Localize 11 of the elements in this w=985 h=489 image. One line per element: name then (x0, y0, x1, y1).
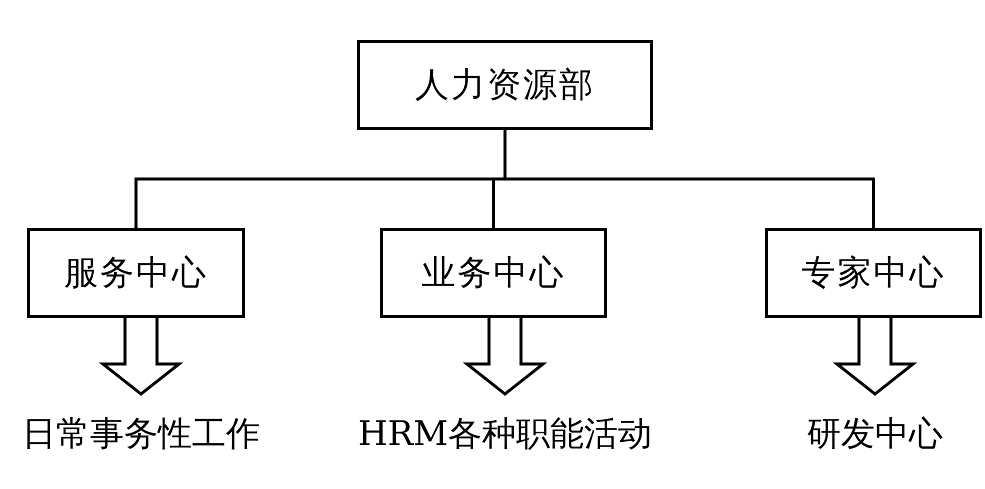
department-box: 业务中心 (380, 228, 607, 318)
outcome-label: 研发中心 (807, 413, 943, 456)
block-arrow (98, 316, 184, 396)
department-box: 服务中心 (27, 228, 245, 318)
department-box: 专家中心 (765, 228, 982, 318)
connector-line (504, 130, 875, 228)
outcome-label: HRM各种职能活动 (358, 413, 652, 456)
block-arrow (462, 316, 548, 396)
outcome-label: 日常事务性工作 (22, 413, 260, 456)
department-box: 人力资源部 (357, 40, 653, 130)
block-arrow (832, 316, 918, 396)
